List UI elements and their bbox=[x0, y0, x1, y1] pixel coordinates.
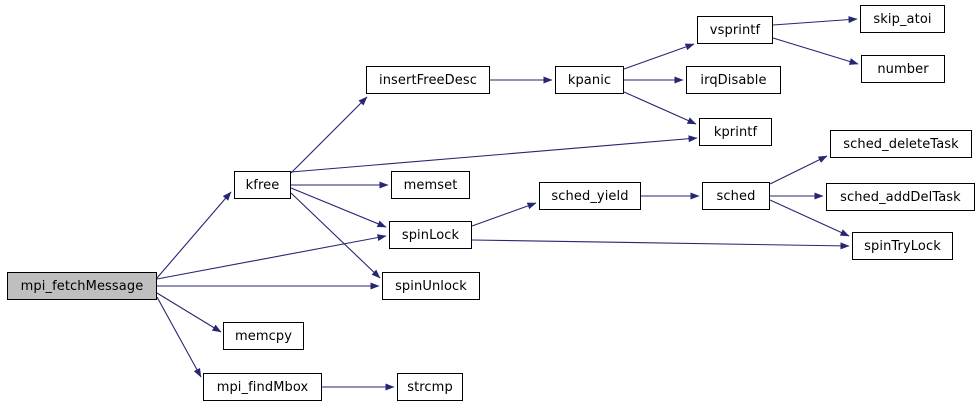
graph-node-label: kpanic bbox=[567, 72, 612, 88]
edge-spinLock-to-sched_yield bbox=[471, 202, 537, 227]
graph-node-label: memset bbox=[403, 177, 458, 193]
graph-node-label: kfree bbox=[245, 177, 280, 193]
graph-node-label: sched_yield bbox=[551, 188, 629, 204]
edge-kfree-to-kprintf bbox=[290, 135, 698, 173]
graph-node-label: spinTryLock bbox=[864, 238, 941, 254]
graph-node-sched_yield[interactable]: sched_yield bbox=[539, 182, 641, 210]
graph-node-irqDisable[interactable]: irqDisable bbox=[686, 66, 781, 94]
graph-node-number[interactable]: number bbox=[861, 55, 945, 83]
graph-node-vsprintf[interactable]: vsprintf bbox=[697, 16, 773, 44]
edge-vsprintf-to-skip_atoi bbox=[772, 16, 858, 26]
graph-node-sched_deleteTask[interactable]: sched_deleteTask bbox=[830, 130, 972, 158]
graph-node-label: memcpy bbox=[234, 328, 293, 344]
edge-kfree-to-insertFreeDesc bbox=[290, 96, 368, 174]
graph-node-label: mpi_fetchMessage bbox=[20, 278, 144, 294]
graph-node-kfree[interactable]: kfree bbox=[234, 171, 291, 199]
edge-kpanic-to-kprintf bbox=[623, 91, 697, 125]
graph-node-label: number bbox=[877, 61, 929, 77]
graph-node-kprintf[interactable]: kprintf bbox=[699, 118, 772, 146]
graph-node-label: skip_atoi bbox=[873, 11, 932, 27]
edge-mpi_fetchMessage-to-mpi_findMbox bbox=[156, 296, 202, 378]
graph-node-label: kprintf bbox=[713, 124, 758, 140]
graph-node-label: irqDisable bbox=[700, 72, 767, 88]
graph-node-sched[interactable]: sched bbox=[702, 182, 770, 210]
edge-kfree-to-spinUnlock bbox=[290, 192, 381, 279]
edge-sched-to-spinTryLock bbox=[769, 199, 850, 237]
graph-node-label: sched_addDelTask bbox=[840, 189, 961, 205]
edge-mpi_fetchMessage-to-spinLock bbox=[156, 234, 387, 280]
edge-kpanic-to-vsprintf bbox=[623, 43, 695, 70]
graph-node-label: spinUnlock bbox=[395, 278, 467, 294]
graph-node-label: strcmp bbox=[407, 379, 453, 395]
graph-node-label: mpi_findMbox bbox=[216, 379, 309, 395]
graph-node-spinLock[interactable]: spinLock bbox=[389, 221, 472, 249]
edge-mpi_fetchMessage-to-memcpy bbox=[156, 292, 222, 333]
graph-node-sched_addDelTask[interactable]: sched_addDelTask bbox=[826, 183, 975, 211]
graph-node-label: sched bbox=[716, 188, 756, 204]
edge-spinLock-to-spinTryLock bbox=[471, 239, 850, 250]
graph-node-mpi_fetchMessage[interactable]: mpi_fetchMessage bbox=[7, 272, 157, 300]
graph-node-mpi_findMbox[interactable]: mpi_findMbox bbox=[203, 373, 322, 401]
graph-node-memset[interactable]: memset bbox=[391, 171, 470, 199]
graph-node-kpanic[interactable]: kpanic bbox=[555, 66, 624, 94]
edge-mpi_fetchMessage-to-kfree bbox=[156, 191, 232, 279]
edge-vsprintf-to-number bbox=[772, 37, 859, 65]
graph-node-spinTryLock[interactable]: spinTryLock bbox=[852, 232, 953, 260]
edge-sched-to-sched_deleteTask bbox=[769, 155, 828, 185]
edge-kfree-to-spinLock bbox=[290, 187, 387, 228]
graph-node-strcmp[interactable]: strcmp bbox=[397, 373, 463, 401]
graph-node-label: sched_deleteTask bbox=[843, 136, 959, 152]
graph-node-label: insertFreeDesc bbox=[379, 72, 477, 88]
graph-node-label: spinLock bbox=[401, 227, 460, 243]
graph-node-memcpy[interactable]: memcpy bbox=[223, 322, 304, 350]
graph-node-label: vsprintf bbox=[709, 22, 761, 38]
graph-node-insertFreeDesc[interactable]: insertFreeDesc bbox=[366, 66, 490, 94]
graph-node-skip_atoi[interactable]: skip_atoi bbox=[860, 5, 945, 33]
graph-node-spinUnlock[interactable]: spinUnlock bbox=[382, 272, 480, 300]
